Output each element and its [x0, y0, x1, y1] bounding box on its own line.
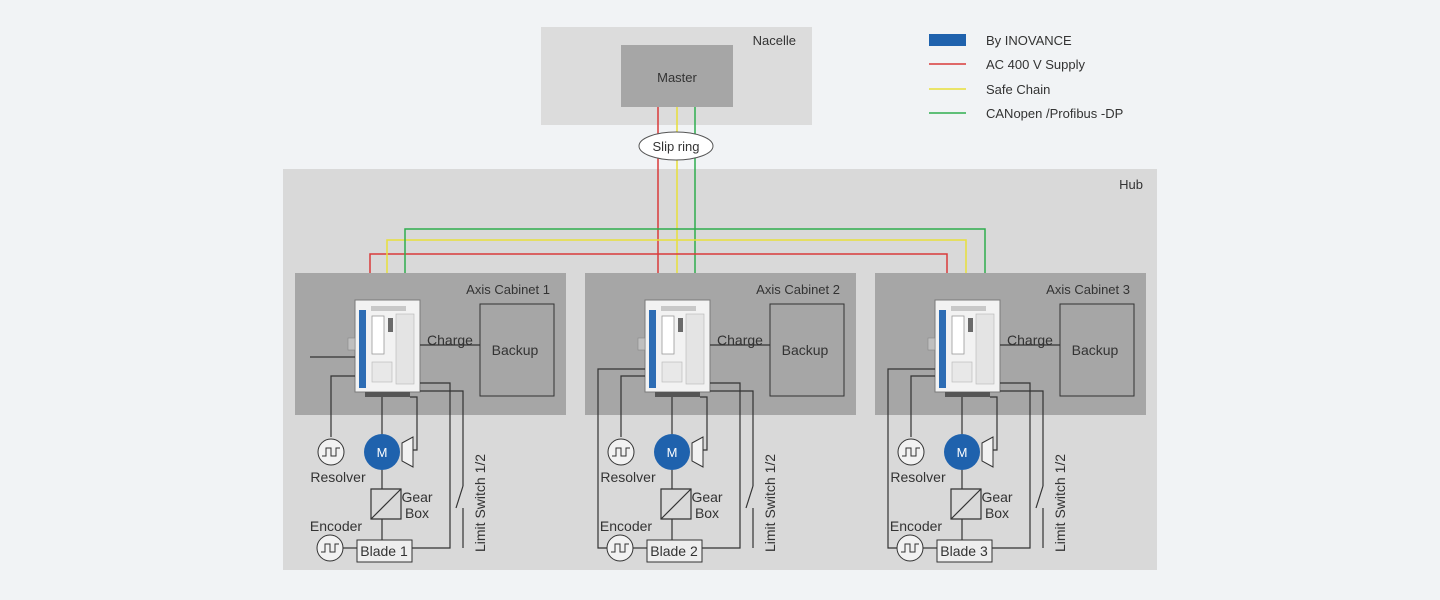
charge-label: Charge	[717, 332, 763, 348]
legend-label-canopen: CANopen /Profibus -DP	[986, 106, 1123, 121]
backup-box	[769, 303, 845, 397]
gear-label: Gear	[691, 489, 722, 505]
motor: M	[654, 434, 704, 470]
axis-cabinet-title: Axis Cabinet 1	[466, 282, 550, 297]
pulse-icon	[611, 543, 629, 553]
motor: M	[944, 434, 994, 470]
motor: M	[364, 434, 414, 470]
legend-label-ac-supply: AC 400 V Supply	[986, 57, 1086, 72]
legend: By INOVANCE AC 400 V Supply Safe Chain C…	[929, 33, 1123, 121]
safe-chain-bus	[386, 239, 967, 300]
box-label: Box	[985, 505, 1009, 521]
backup-label: Backup	[492, 342, 539, 358]
encoder-label: Encoder	[890, 518, 942, 534]
gear-label: Gear	[401, 489, 432, 505]
encoder-label: Encoder	[310, 518, 362, 534]
charge-label: Charge	[427, 332, 473, 348]
pulse-icon	[321, 543, 339, 553]
drive-wiring	[310, 344, 480, 549]
charge-label: Charge	[1007, 332, 1053, 348]
blade-label: Blade 3	[940, 543, 988, 559]
motor-label: M	[957, 445, 968, 460]
backup-box	[479, 303, 555, 397]
blade-box	[936, 539, 993, 563]
resolver: Resolver	[310, 438, 366, 485]
slip-ring-label: Slip ring	[653, 139, 700, 154]
pulse-icon	[902, 447, 920, 457]
encoder: Encoder	[600, 518, 652, 562]
resolver: Resolver	[890, 438, 946, 485]
limit-switch-label: Limit Switch 1/2	[1052, 454, 1068, 552]
encoder: Encoder	[310, 518, 362, 562]
servo-drive	[347, 299, 421, 397]
backup-box	[1059, 303, 1135, 397]
limit-switch-label: Limit Switch 1/2	[762, 454, 778, 552]
legend-label-safe-chain: Safe Chain	[986, 82, 1050, 97]
master-box	[621, 45, 733, 107]
servo-drive	[927, 299, 1001, 397]
nacelle-label: Nacelle	[753, 33, 796, 48]
pulse-icon	[612, 447, 630, 457]
resolver-label: Resolver	[890, 469, 946, 485]
drive-wiring	[887, 344, 1060, 549]
legend-swatch-inovance	[929, 34, 966, 46]
encoder: Encoder	[890, 518, 942, 562]
limit-switch-contact	[1035, 485, 1044, 509]
drive-wiring	[597, 344, 770, 549]
limit-switch-contact	[455, 485, 464, 509]
backup-label: Backup	[782, 342, 829, 358]
resolver: Resolver	[600, 438, 656, 485]
servo-drive	[637, 299, 711, 397]
limit-switch-label: Limit Switch 1/2	[472, 454, 488, 552]
hub-label: Hub	[1119, 177, 1143, 192]
resolver-label: Resolver	[600, 469, 656, 485]
blade-box	[646, 539, 703, 563]
brake-icon	[981, 436, 994, 468]
pulse-icon	[322, 447, 340, 457]
blade-box	[356, 539, 413, 563]
limit-switch-contact	[745, 485, 754, 509]
axis-cabinet-title: Axis Cabinet 2	[756, 282, 840, 297]
blade-label: Blade 1	[360, 543, 408, 559]
brake-icon	[401, 436, 414, 468]
blade-label: Blade 2	[650, 543, 698, 559]
master-label: Master	[657, 70, 697, 85]
encoder-label: Encoder	[600, 518, 652, 534]
resolver-label: Resolver	[310, 469, 366, 485]
box-label: Box	[405, 505, 429, 521]
motor-label: M	[667, 445, 678, 460]
axis-group-2: Axis Cabinet 2 Back	[585, 273, 856, 563]
axis-group-3: Axis Cabinet 3 Back	[875, 273, 1146, 563]
axis-cabinet-title: Axis Cabinet 3	[1046, 282, 1130, 297]
brake-icon	[691, 436, 704, 468]
slip-ring: Slip ring	[638, 131, 714, 161]
legend-label-inovance: By INOVANCE	[986, 33, 1072, 48]
axis-group-1: Axis Cabinet 1 Back	[295, 273, 566, 563]
gear-label: Gear	[981, 489, 1012, 505]
pulse-icon	[901, 543, 919, 553]
motor-label: M	[377, 445, 388, 460]
box-label: Box	[695, 505, 719, 521]
backup-label: Backup	[1072, 342, 1119, 358]
canopen-bus	[404, 228, 986, 300]
